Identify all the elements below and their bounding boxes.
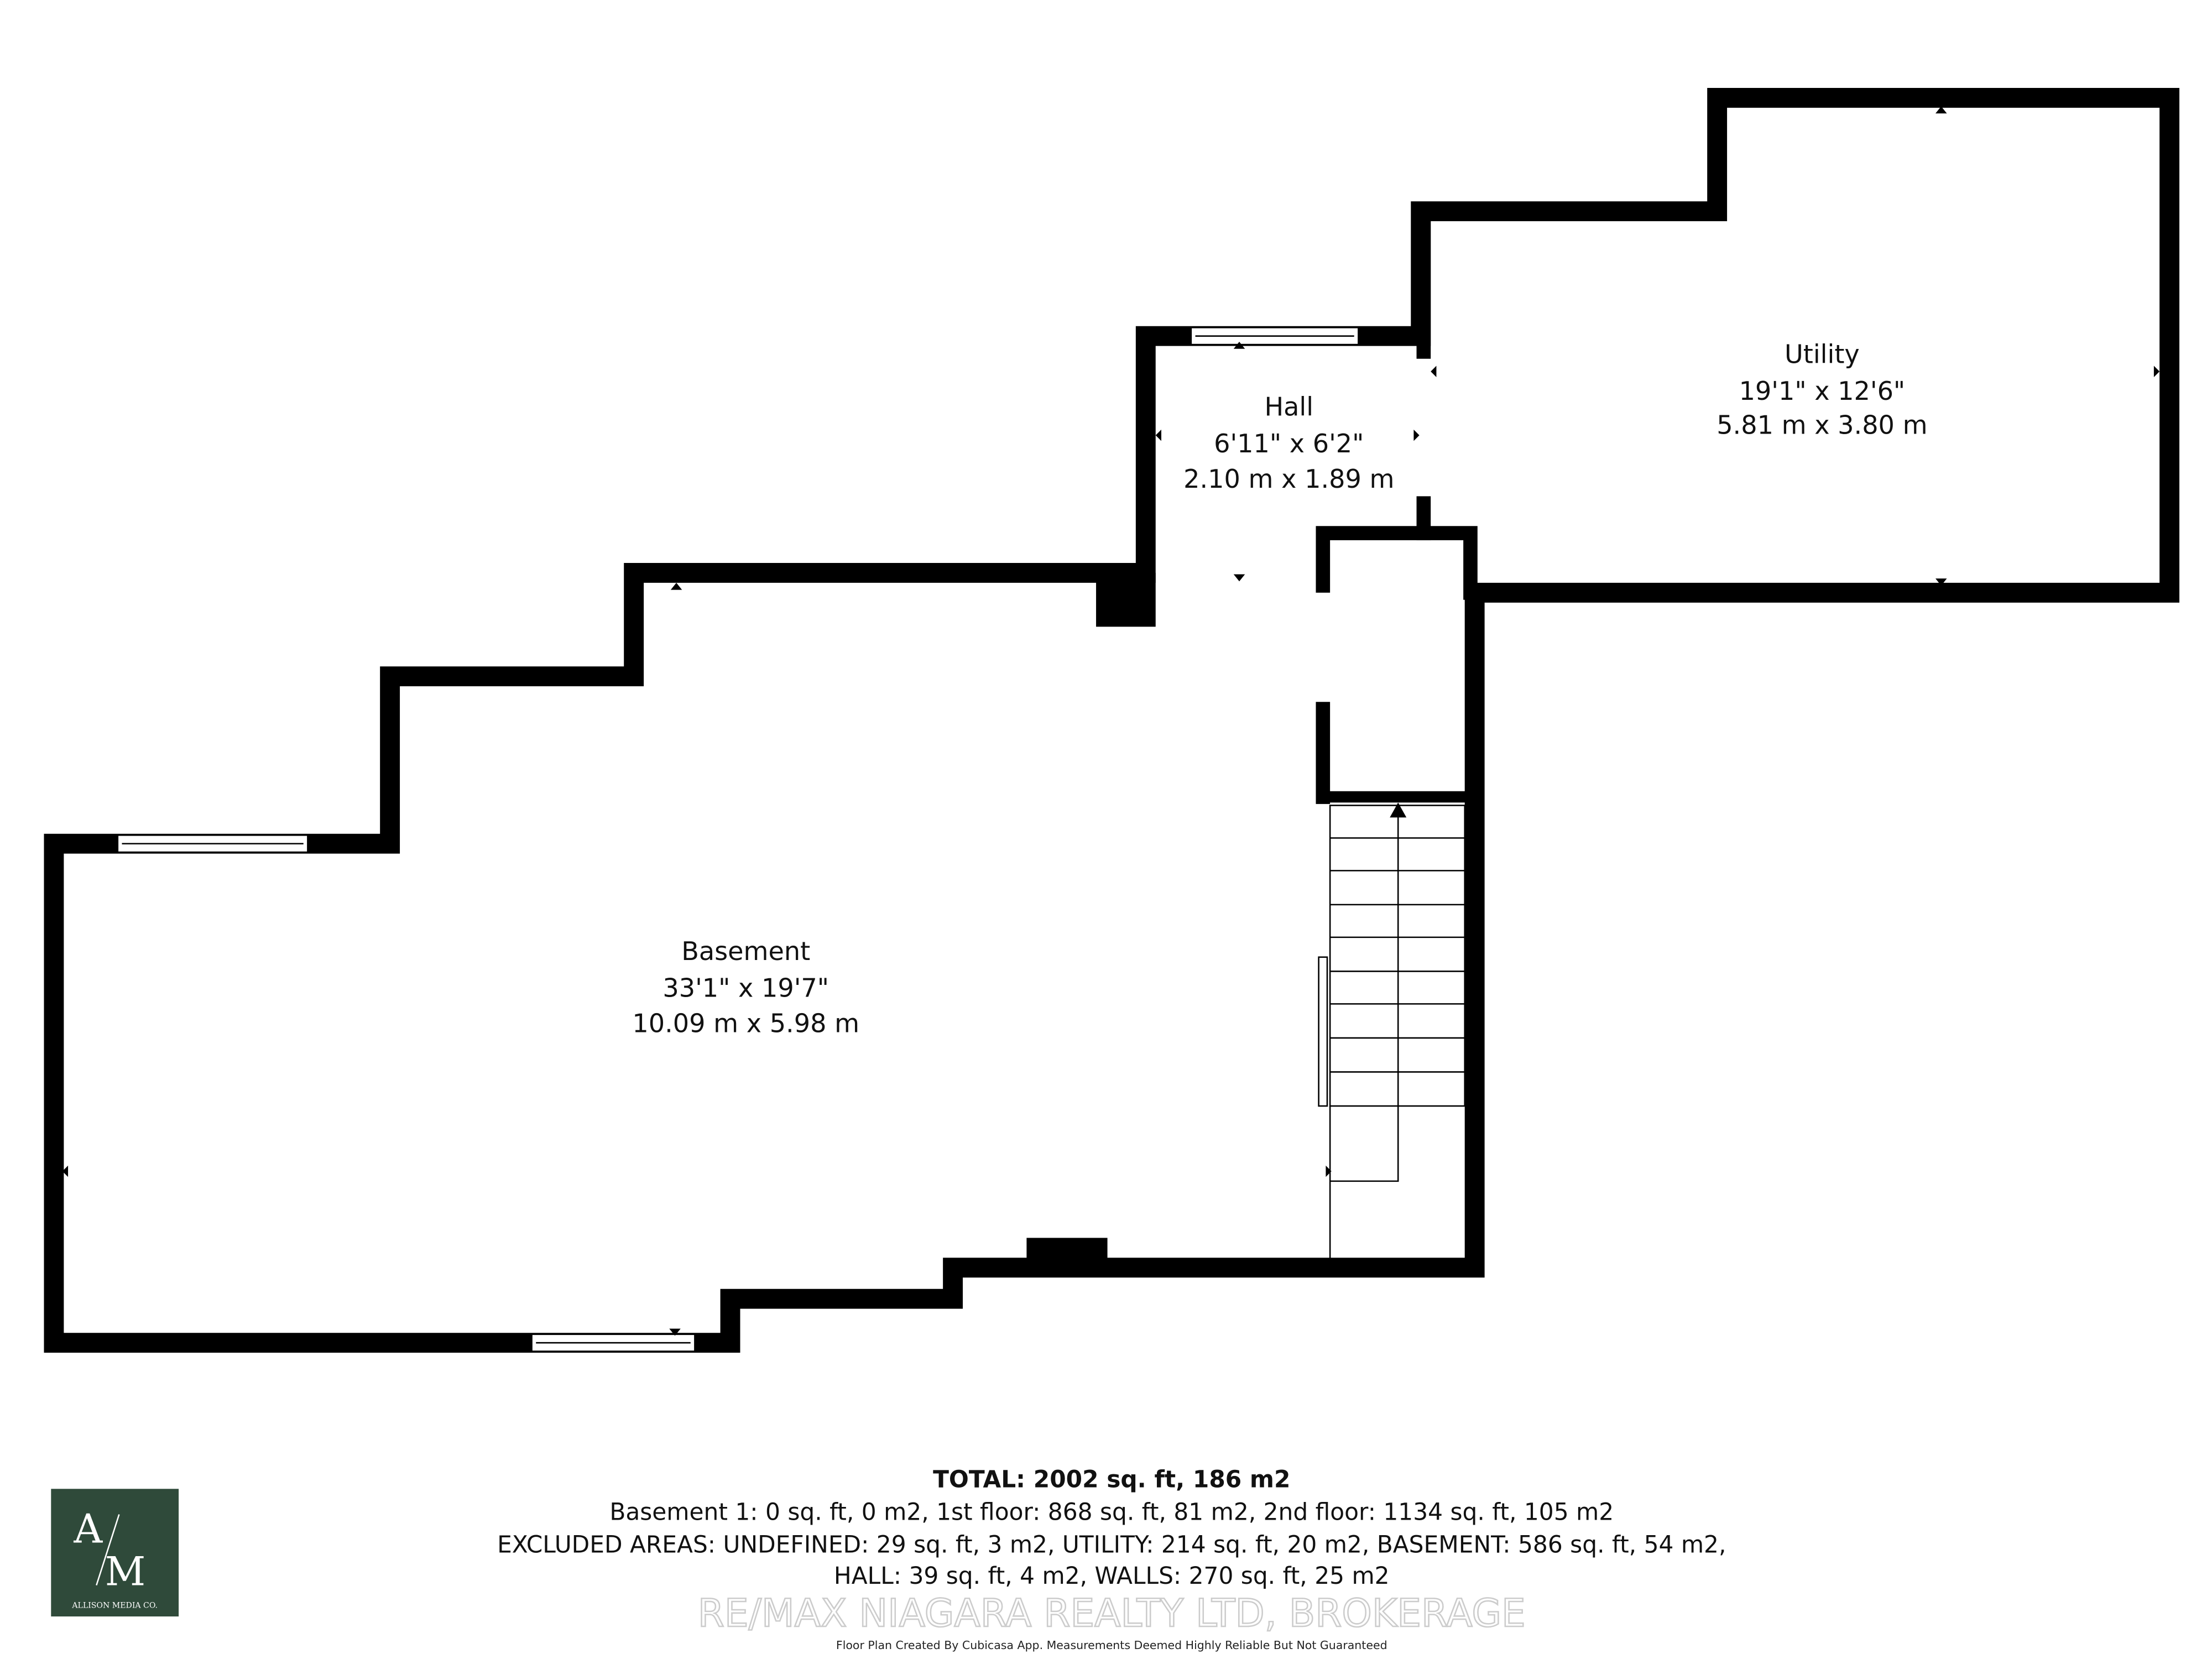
walls [44,87,2180,1353]
room-imperial: 33'1" x 19'7" [662,973,829,1003]
summary-line: HALL: 39 sq. ft, 4 m2, WALLS: 270 sq. ft… [834,1562,1390,1589]
summary-line: Basement 1: 0 sq. ft, 0 m2, 1st floor: 8… [609,1499,1614,1526]
dimension-markers [62,106,2160,1336]
logo: A M ALLISON MEDIA CO. [51,1489,179,1617]
area-summary: TOTAL: 2002 sq. ft, 186 m2 Basement 1: 0… [497,1466,1726,1589]
closet-wall [1316,526,1478,600]
room-name: Utility [1785,339,1860,369]
column [1096,572,1156,627]
watermark: RE/MAX NIAGARA REALTY LTD, BROKERAGE [698,1592,1526,1636]
room-metric: 10.09 m x 5.98 m [632,1009,859,1039]
room-metric: 5.81 m x 3.80 m [1717,410,1927,440]
disclaimer: Floor Plan Created By Cubicasa App. Meas… [836,1639,1387,1652]
exterior-wall [44,87,2180,1353]
room-name: Basement [681,936,810,966]
room-hall: Hall 6'11" x 6'2" 2.10 m x 1.89 m [1183,392,1394,494]
svg-text:ALLISON MEDIA CO.: ALLISON MEDIA CO. [71,1601,158,1610]
windows [117,327,1359,1352]
summary-line: EXCLUDED AREAS: UNDEFINED: 29 sq. ft, 3 … [497,1531,1726,1558]
summary-total: TOTAL: 2002 sq. ft, 186 m2 [933,1466,1290,1493]
svg-text:M: M [105,1548,146,1595]
room-utility: Utility 19'1" x 12'6" 5.81 m x 3.80 m [1717,339,1927,440]
stairs [1318,802,1465,1259]
svg-text:A: A [73,1506,103,1552]
room-imperial: 6'11" x 6'2" [1214,429,1364,458]
room-name: Hall [1264,392,1313,421]
room-basement: Basement 33'1" x 19'7" 10.09 m x 5.98 m [632,936,859,1039]
room-metric: 2.10 m x 1.89 m [1183,464,1394,494]
room-imperial: 19'1" x 12'6" [1739,376,1906,406]
column [1026,1238,1108,1269]
